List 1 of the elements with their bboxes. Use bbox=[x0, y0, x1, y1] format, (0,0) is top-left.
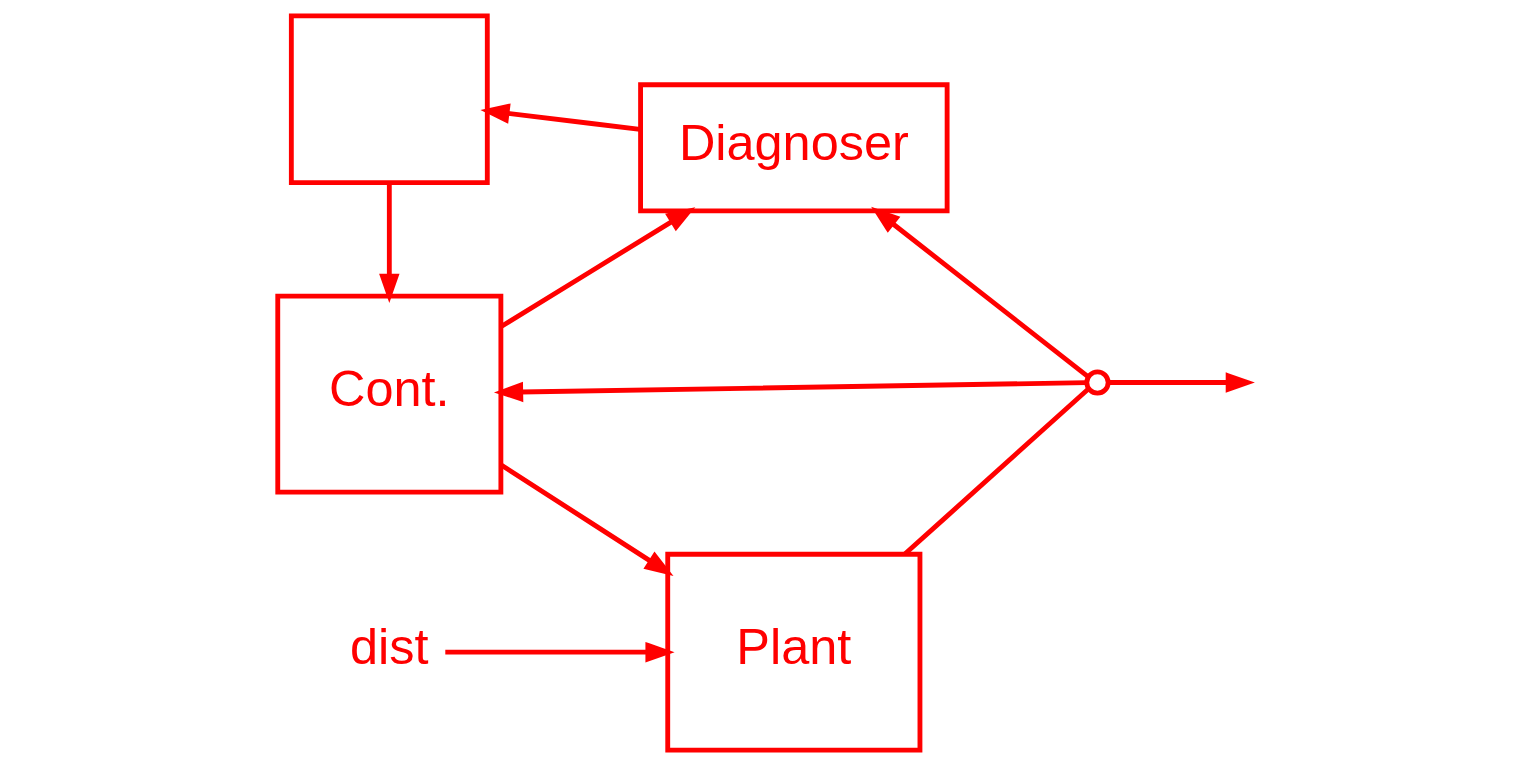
node-text: dist bbox=[349, 618, 429, 676]
